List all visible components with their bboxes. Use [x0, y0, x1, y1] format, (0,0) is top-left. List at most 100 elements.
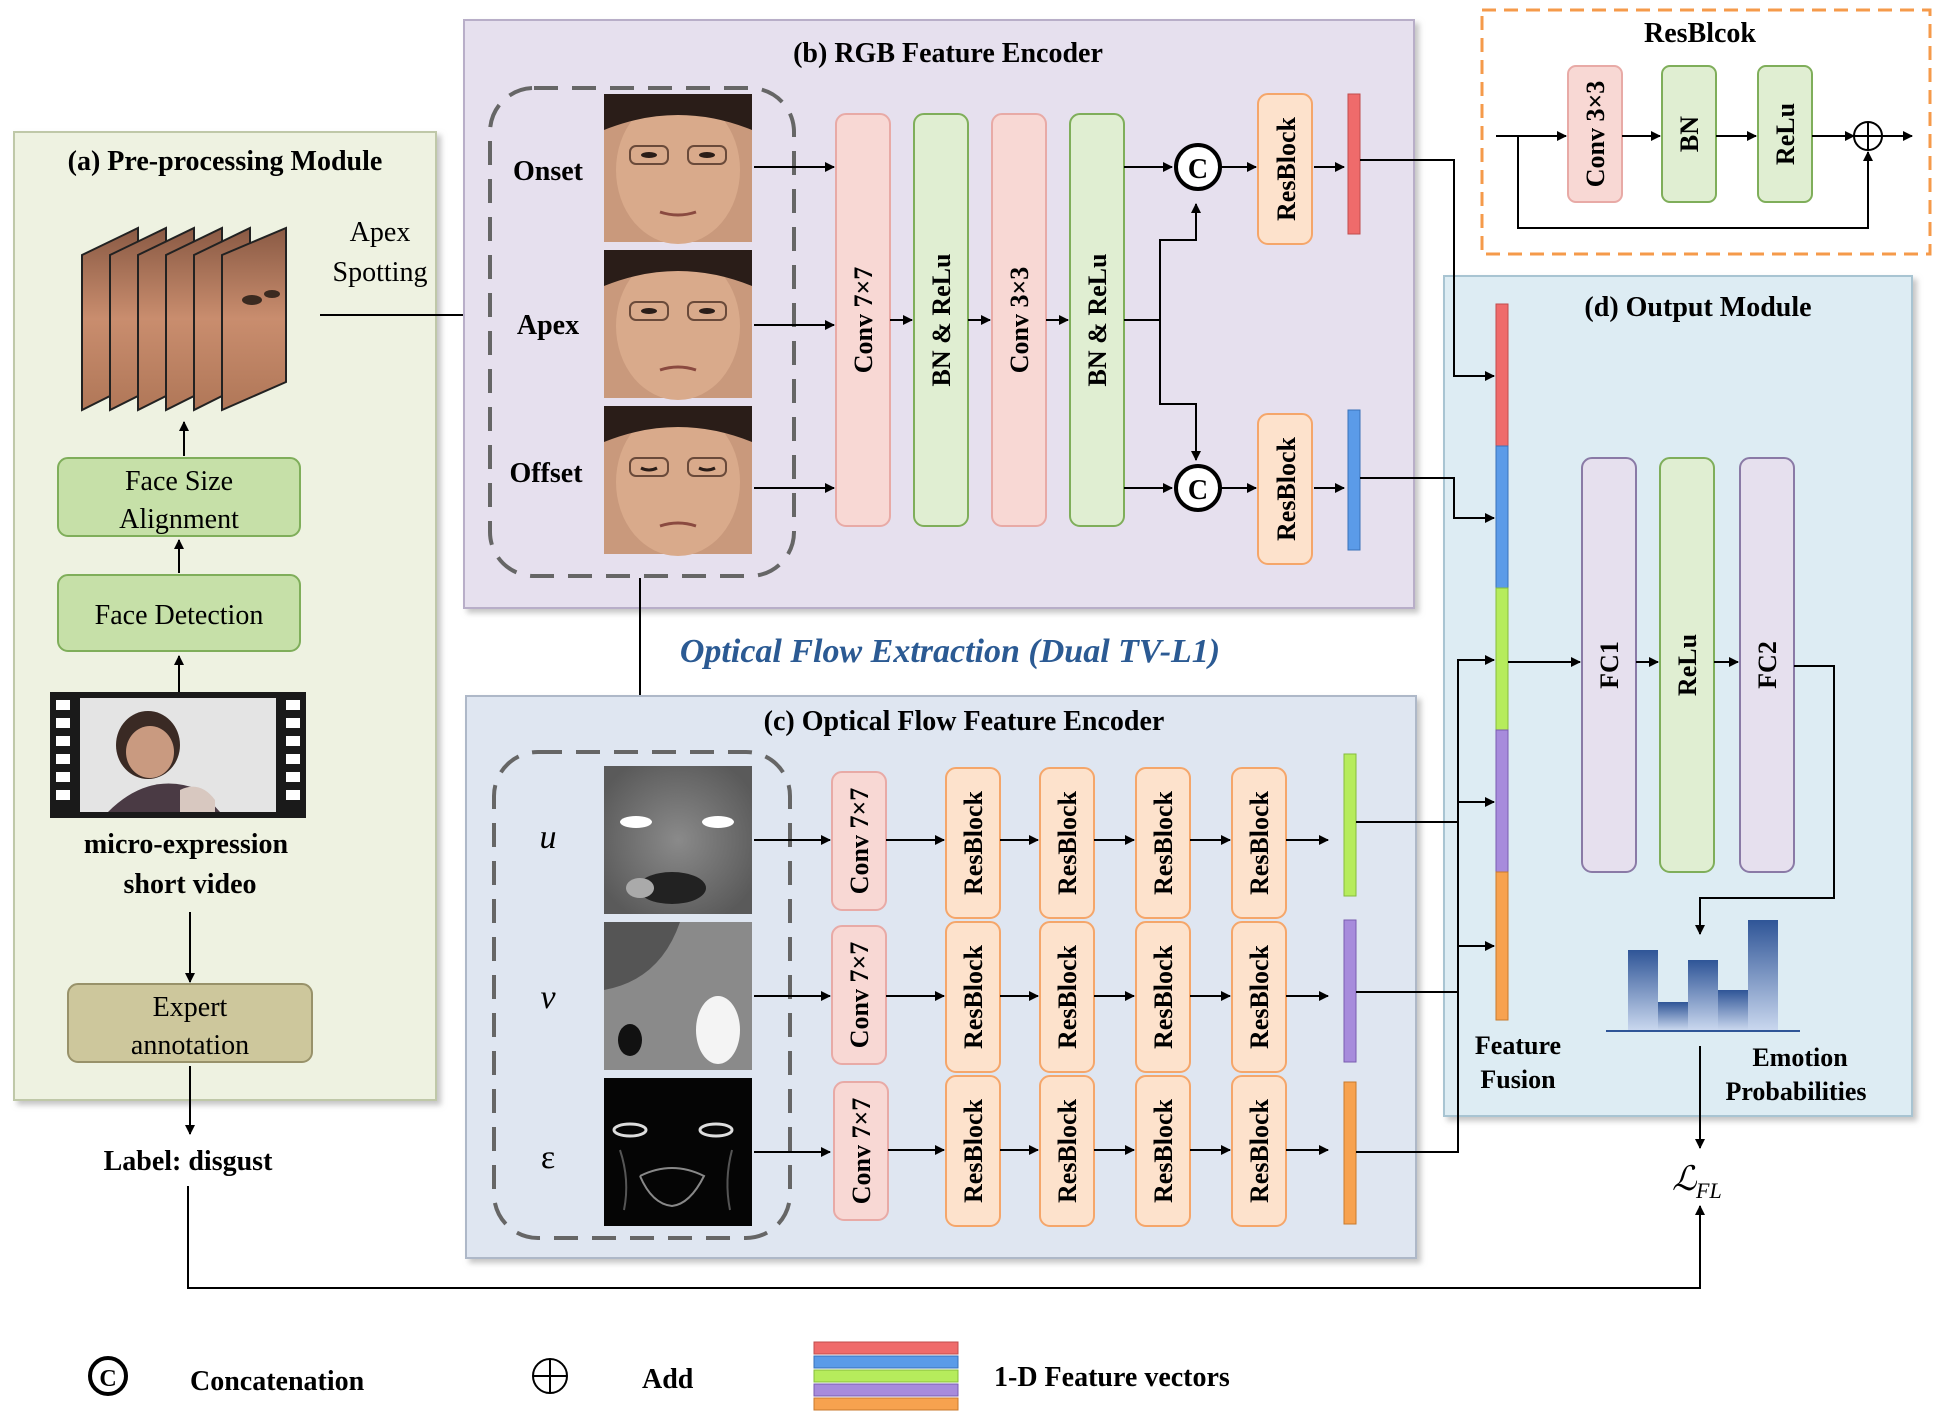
- flow-map-v: [604, 922, 752, 1070]
- feature-fusion-line1: Feature: [1475, 1031, 1561, 1060]
- flow-v-resblock-1-label: ResBlock: [959, 944, 988, 1049]
- legend-feature-vectors-icon: [813, 1341, 959, 1411]
- connector-purple-to-fusion: [1356, 797, 1495, 993]
- frame-label-apex: Apex: [517, 310, 579, 341]
- rgb-feature-vector-red: [1347, 93, 1361, 235]
- resblock-bn-label: BN: [1675, 116, 1704, 152]
- label-disgust: Label: disgust: [104, 1146, 273, 1177]
- legend-add-icon: [532, 1358, 568, 1394]
- flow-map-u: [604, 766, 752, 914]
- resblock-bn-box: [1661, 65, 1717, 203]
- arrow-bn2-to-concat-top: [1124, 203, 1201, 321]
- flow-label-epsilon: ε: [541, 1139, 555, 1176]
- flow-u-resblock-1: [945, 767, 1001, 919]
- rgb-feature-vector-blue: [1347, 409, 1361, 551]
- fc1-label: FC1: [1595, 641, 1624, 689]
- rgb-conv7-label: Conv 7×7: [849, 267, 878, 374]
- arrow-bn2-to-concat-bottom: [1159, 320, 1201, 461]
- flow-u-resblock-3: [1135, 767, 1191, 919]
- concat-symbol-bottom: C: [1188, 475, 1208, 506]
- flow-label-v: v: [540, 979, 556, 1016]
- rgb-frames-group: [488, 86, 796, 578]
- expert-annotation-box: [67, 983, 313, 1063]
- legend: C Concatenation Add 1-D Feature vectors: [88, 1341, 1230, 1411]
- emotion-probability-histogram: [1606, 920, 1800, 1032]
- flow-map-epsilon: [604, 1078, 752, 1226]
- face-frame-stack: [81, 226, 287, 412]
- face-detection-box: [57, 574, 301, 652]
- flow-v-resblock-2-label: ResBlock: [1053, 944, 1082, 1049]
- flow-v-resblock-3-label: ResBlock: [1149, 944, 1178, 1049]
- fc2-label: FC2: [1753, 641, 1782, 689]
- flow-u-resblock-1-label: ResBlock: [959, 790, 988, 895]
- relu-block: [1659, 457, 1715, 873]
- flow-row-v: Conv 7×7 ResBlock ResBlock ResBlock ResB…: [754, 919, 1357, 1073]
- video-caption-line1: micro-expression: [84, 829, 289, 860]
- flow-u-resblock-2: [1039, 767, 1095, 919]
- panel-rgb-encoder: (b) RGB Feature Encoder Onset Apex Offse…: [463, 19, 1415, 609]
- legend-add-label: Add: [642, 1364, 694, 1395]
- connector-blue-to-fusion: [1360, 477, 1495, 523]
- frame-label-onset: Onset: [513, 156, 584, 187]
- rgb-bnrelu-label: BN & ReLu: [927, 254, 956, 387]
- resblock-relu-label: ReLu: [1771, 103, 1800, 165]
- loss-subscript: FL: [1695, 1178, 1722, 1203]
- resblock-skip-connection: [1517, 136, 1873, 229]
- resblock-conv-label: Conv 3×3: [1581, 81, 1610, 188]
- arrow-fc2-to-probs: [1695, 665, 1835, 935]
- face-size-alignment-line2: Alignment: [119, 504, 239, 535]
- add-node: [1853, 121, 1883, 151]
- rgb-bnrelu2-label: BN & ReLu: [1083, 254, 1112, 387]
- optical-flow-caption: Optical Flow Extraction (Dual TV-L1): [680, 633, 1220, 670]
- legend-vectors-label: 1-D Feature vectors: [994, 1362, 1230, 1393]
- frame-label-offset: Offset: [509, 458, 583, 489]
- concat-node-bottom: C: [1174, 464, 1222, 512]
- flow-feature-vector-purple: [1343, 919, 1357, 1063]
- panel-d-title: (d) Output Module: [1584, 292, 1811, 323]
- resblock-conv-box: [1567, 65, 1623, 203]
- flow-row-epsilon: Conv 7×7 ResBlock ResBlock ResBlock ResB…: [754, 1075, 1357, 1227]
- expert-annotation-line1: Expert: [153, 992, 228, 1023]
- connector-green-to-fusion: [1356, 655, 1495, 823]
- feature-fusion-line2: Fusion: [1480, 1065, 1556, 1094]
- face-size-alignment-box: [57, 457, 301, 537]
- panel-flow-encoder: (c) Optical Flow Feature Encoder u v ε: [465, 695, 1417, 1259]
- flow-u-resblock-4-label: ResBlock: [1245, 790, 1274, 895]
- flow-v-conv7-label: Conv 7×7: [845, 942, 874, 1049]
- apex-face-image: [604, 250, 752, 400]
- video-thumbnail: [50, 692, 306, 818]
- video-caption-line2: short video: [124, 869, 257, 900]
- flow-u-resblock-4: [1231, 767, 1287, 919]
- panel-b-title: (b) RGB Feature Encoder: [793, 38, 1103, 69]
- flow-e-resblock-3-label: ResBlock: [1149, 1098, 1178, 1203]
- connector-orange-to-fusion: [1356, 941, 1495, 1153]
- connector-red-to-fusion: [1360, 159, 1495, 381]
- focal-loss: ℒ FL: [1672, 1161, 1722, 1203]
- flow-u-resblock-3-label: ResBlock: [1149, 790, 1178, 895]
- rgb-resblock-top: [1257, 93, 1313, 245]
- apex-spotting-line2: Spotting: [333, 257, 428, 288]
- face-detection-label: Face Detection: [95, 600, 264, 631]
- panel-output-module: (d) Output Module Feature Fusion FC1 ReL…: [1443, 275, 1913, 1117]
- panel-preprocessing: (a) Pre-processing Module Apex Spotting …: [13, 131, 479, 1135]
- concat-symbol-top: C: [1188, 154, 1208, 185]
- arrow-label-to-loss: [187, 1186, 1705, 1289]
- legend-concat-symbol: C: [99, 1366, 116, 1392]
- emotion-probs-line1: Emotion: [1752, 1043, 1848, 1072]
- legend-concat-label: Concatenation: [190, 1366, 365, 1397]
- flow-feature-vector-green: [1343, 753, 1357, 897]
- face-size-alignment-line1: Face Size: [125, 466, 233, 497]
- rgb-resblock-bottom-label: ResBlock: [1272, 436, 1301, 541]
- flow-u-conv7-label: Conv 7×7: [845, 788, 874, 895]
- fused-feature-vector: [1495, 303, 1509, 1021]
- panel-a-title: (a) Pre-processing Module: [68, 146, 383, 177]
- flow-row-u: Conv 7×7 ResBlock ResBlock ResBlock ResB…: [754, 753, 1357, 919]
- flow-e-conv7-label: Conv 7×7: [847, 1098, 876, 1205]
- flow-e-resblock-2-label: ResBlock: [1053, 1098, 1082, 1203]
- flow-e-resblock-4-label: ResBlock: [1245, 1098, 1274, 1203]
- expert-annotation-line2: annotation: [131, 1030, 249, 1061]
- relu-label: ReLu: [1673, 634, 1702, 696]
- onset-face-image: [604, 94, 752, 244]
- rgb-resblock-top-label: ResBlock: [1272, 116, 1301, 221]
